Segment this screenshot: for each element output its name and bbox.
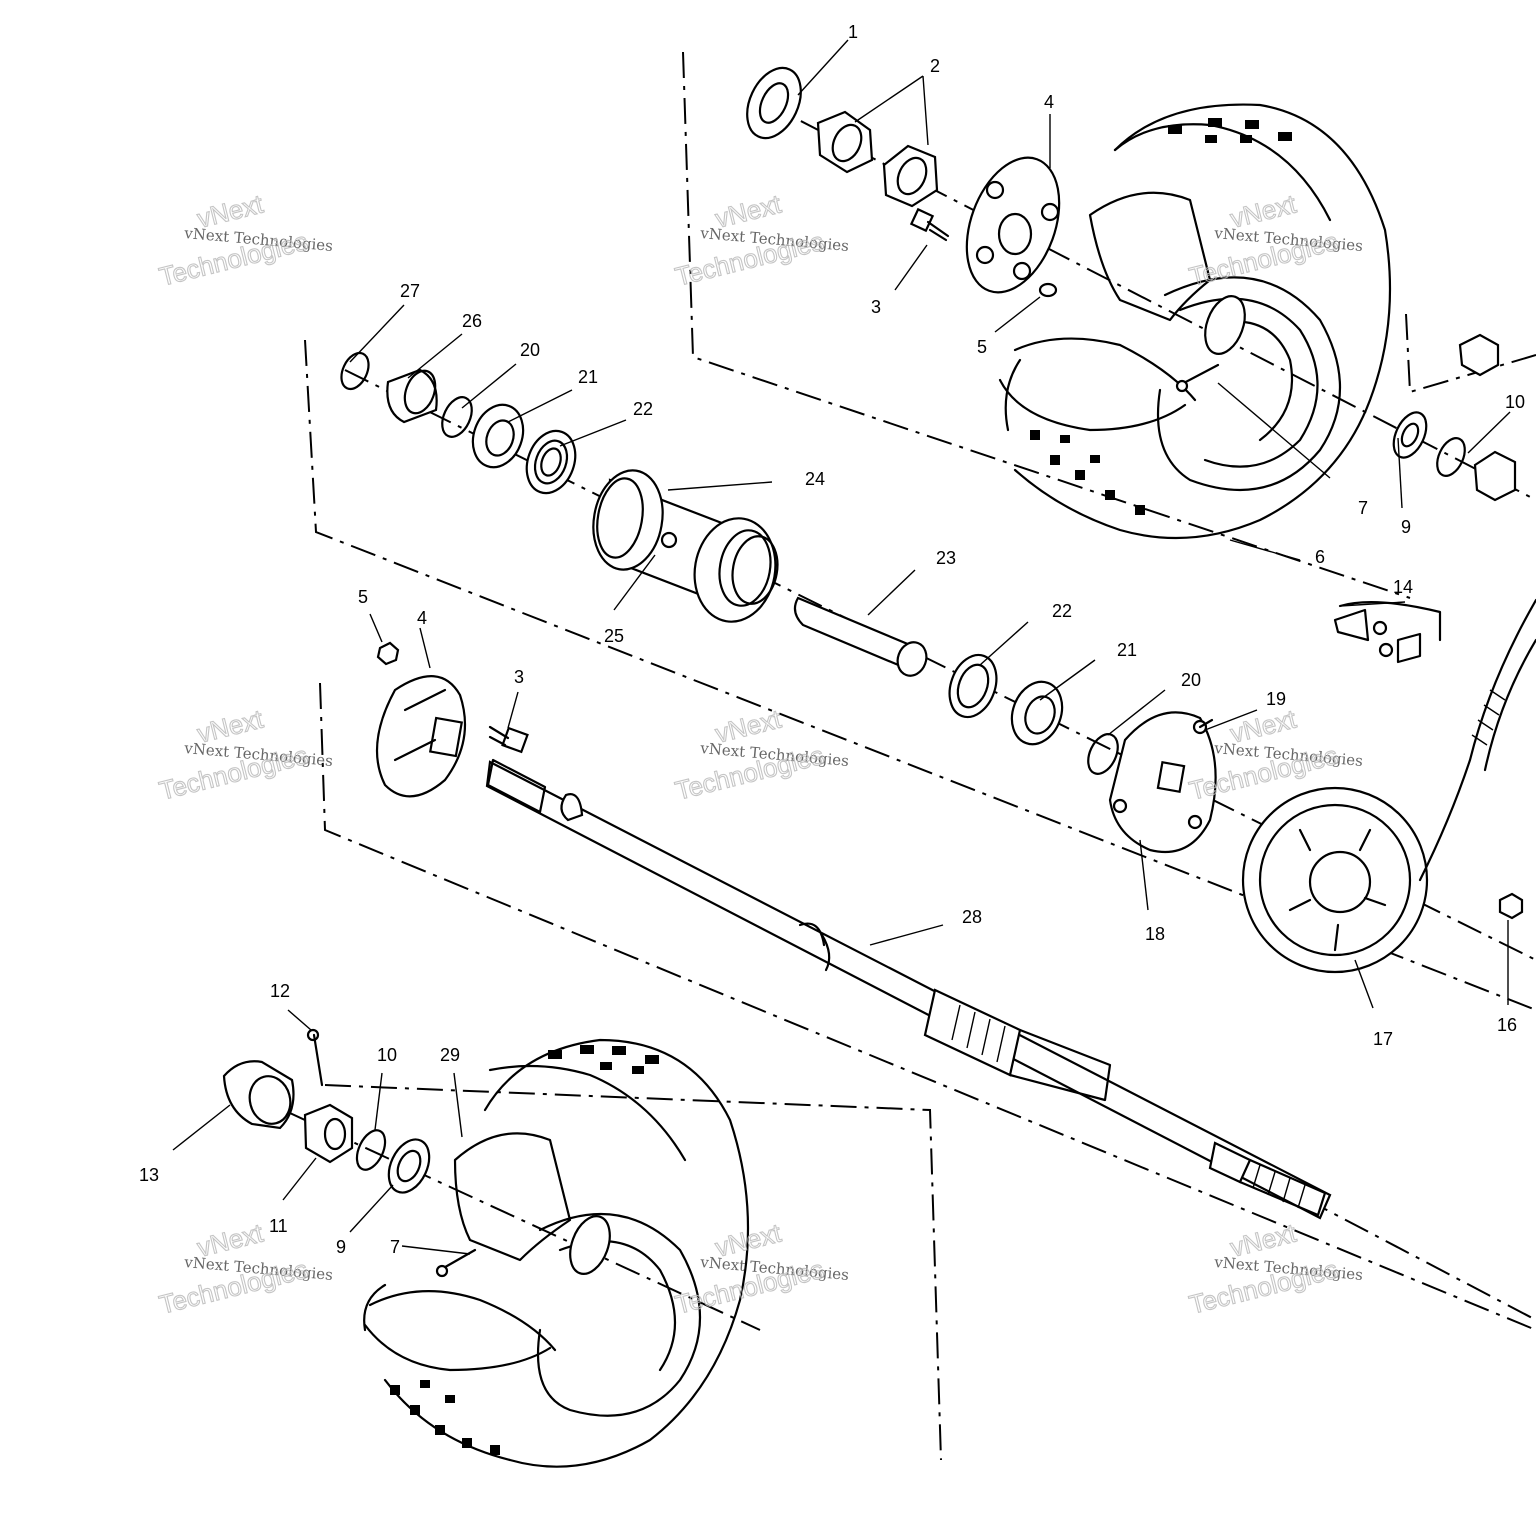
watermark-bottom-left: vNext vNext Technologies Technologies (156, 1217, 334, 1320)
callout-27: 27 (400, 281, 420, 301)
callout-14: 14 (1393, 577, 1413, 597)
callout-9: 9 (336, 1237, 346, 1257)
callout-13: 13 (139, 1165, 159, 1185)
washer-5-upper (1038, 282, 1058, 298)
washer-1 (746, 66, 802, 140)
callout-4: 4 (417, 608, 427, 628)
callout-2: 2 (930, 56, 940, 76)
washer-9-upper (1392, 411, 1428, 459)
wheel-29-tire (363, 1038, 750, 1468)
callout-3: 3 (871, 297, 881, 317)
watermark-top-left: vNext vNext Technologies Technologies (156, 188, 334, 292)
callout-5: 5 (358, 587, 368, 607)
washer-9-lower (387, 1138, 431, 1194)
callout-1: 1 (848, 22, 858, 42)
stud-19 (1198, 718, 1214, 729)
callout-22: 22 (1052, 601, 1072, 621)
leader-lines (172, 39, 1511, 1255)
snap-ring-27 (340, 351, 370, 391)
drive-chain (1418, 598, 1536, 882)
valve-stem-7-upper (1175, 363, 1220, 393)
callout-4: 4 (1044, 92, 1054, 112)
callout-6: 6 (1315, 547, 1325, 567)
ring-10-upper (1436, 437, 1466, 477)
callout-21: 21 (578, 367, 598, 387)
callout-9: 9 (1401, 517, 1411, 537)
o-ring-20-upper (441, 396, 473, 438)
hub-4-lower (375, 675, 467, 798)
callout-24: 24 (805, 469, 825, 489)
callout-28: 28 (962, 907, 982, 927)
watermark-top-right: vNext vNext Technologies Technologies (1186, 188, 1364, 292)
wheel-6-tire (998, 103, 1392, 540)
callout-22: 22 (633, 399, 653, 419)
seal-21-lower (1010, 680, 1064, 746)
callout-18: 18 (1145, 924, 1165, 944)
grease-fitting-25 (660, 531, 678, 549)
callout-5: 5 (977, 337, 987, 357)
callout-21: 21 (1117, 640, 1137, 660)
ring-10-lower (355, 1129, 387, 1171)
cotter-pin-12 (306, 1028, 324, 1087)
callout-17: 17 (1373, 1029, 1393, 1049)
phantom-boundaries (304, 51, 1536, 1461)
watermark-top-center: vNext vNext Technologies Technologies (672, 188, 850, 292)
callout-25: 25 (604, 626, 624, 646)
seal-21-upper (471, 403, 525, 469)
callout-10: 10 (377, 1045, 397, 1065)
cap-13 (222, 1060, 295, 1130)
callout-20: 20 (1181, 670, 1201, 690)
castle-nut-11 (303, 1103, 354, 1164)
callout-16: 16 (1497, 1015, 1517, 1035)
callout-7: 7 (1358, 498, 1368, 518)
callout-11: 11 (269, 1216, 288, 1236)
callout-19: 19 (1266, 689, 1286, 709)
callout-20: 20 (520, 340, 540, 360)
hub-4-upper (965, 156, 1061, 294)
callout-3: 3 (514, 667, 524, 687)
callout-23: 23 (936, 548, 956, 568)
axle-28 (485, 758, 1332, 1220)
sprocket-17 (1241, 786, 1429, 974)
callout-12: 12 (270, 981, 290, 1001)
callout-26: 26 (462, 311, 482, 331)
washer-5-lower (376, 641, 400, 666)
callout-10: 10 (1505, 392, 1525, 412)
callout-29: 29 (440, 1045, 460, 1065)
master-link-14 (1333, 601, 1442, 664)
spacer-tube-23 (793, 596, 928, 677)
nut-upper-right (1458, 333, 1517, 502)
nut-2a (816, 110, 874, 174)
callout-labels: 1 2 3 4 5 6 7 9 10 14 16 17 18 19 20 21 … (139, 22, 1525, 1257)
watermark-bottom-right: vNext vNext Technologies Technologies (1186, 1217, 1364, 1320)
nut-2b (882, 144, 939, 208)
watermark-bottom-center: vNext vNext Technologies Technologies (672, 1217, 850, 1320)
bushing-26 (386, 368, 438, 424)
watermark-mid-left: vNext vNext Technologies Technologies (156, 703, 334, 806)
callout-7: 7 (390, 1237, 400, 1257)
sprocket-hub-18 (1108, 711, 1217, 854)
bolt-3-lower (488, 725, 529, 754)
bolt-3-upper (909, 207, 950, 242)
bearing-22-upper (525, 429, 577, 495)
nut-16 (1498, 892, 1524, 920)
o-ring-20-lower (1087, 733, 1119, 775)
bearing-22-lower (948, 653, 998, 719)
watermark-mid-center: vNext vNext Technologies Technologies (672, 703, 850, 806)
